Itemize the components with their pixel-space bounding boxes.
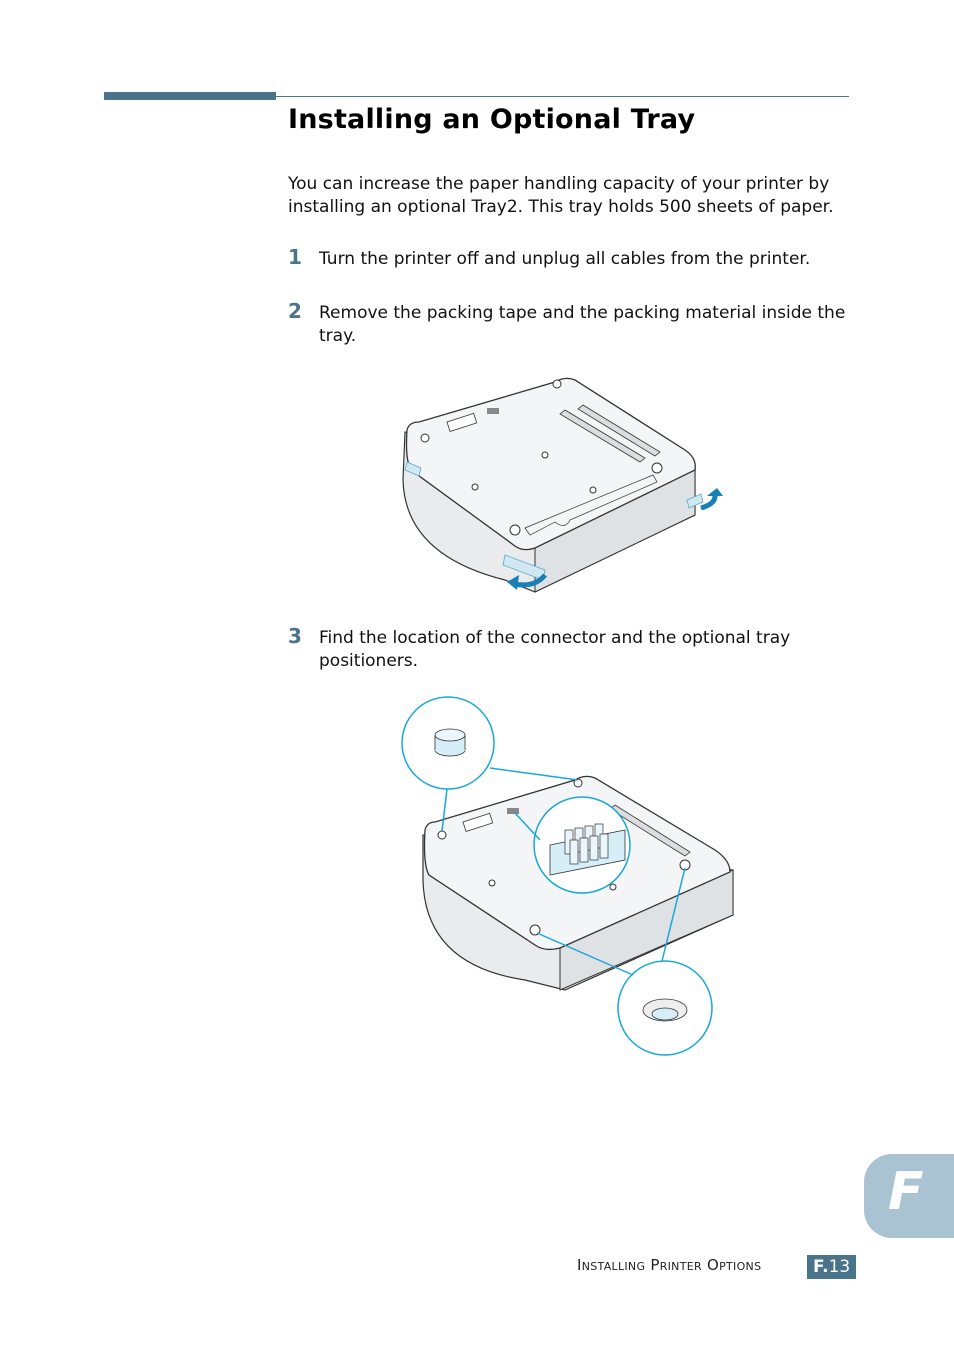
- step-text: Remove the packing tape and the packing …: [319, 303, 846, 346]
- chapter-letter: F: [888, 1162, 924, 1222]
- page-title: Installing an Optional Tray: [288, 104, 696, 135]
- step-number: 2: [288, 299, 302, 323]
- header-rule-thin: [276, 96, 849, 97]
- page-number: 13: [828, 1257, 851, 1277]
- tray-positioners-illustration: [401, 696, 734, 1056]
- intro-paragraph: You can increase the paper handling capa…: [288, 174, 834, 217]
- page-prefix: F.: [813, 1257, 829, 1277]
- page-number-badge: F.13: [807, 1255, 857, 1279]
- chapter-tab: F: [864, 1154, 954, 1238]
- tray-tape-illustration: [402, 377, 723, 593]
- footer-chapter-title: Installing Printer Options: [577, 1256, 762, 1274]
- header-rule-thick: [104, 92, 276, 100]
- step-text: Find the location of the connector and t…: [319, 628, 791, 671]
- step-number: 3: [288, 624, 302, 648]
- step-text: Turn the printer off and unplug all cabl…: [319, 249, 811, 269]
- step-number: 1: [288, 245, 302, 269]
